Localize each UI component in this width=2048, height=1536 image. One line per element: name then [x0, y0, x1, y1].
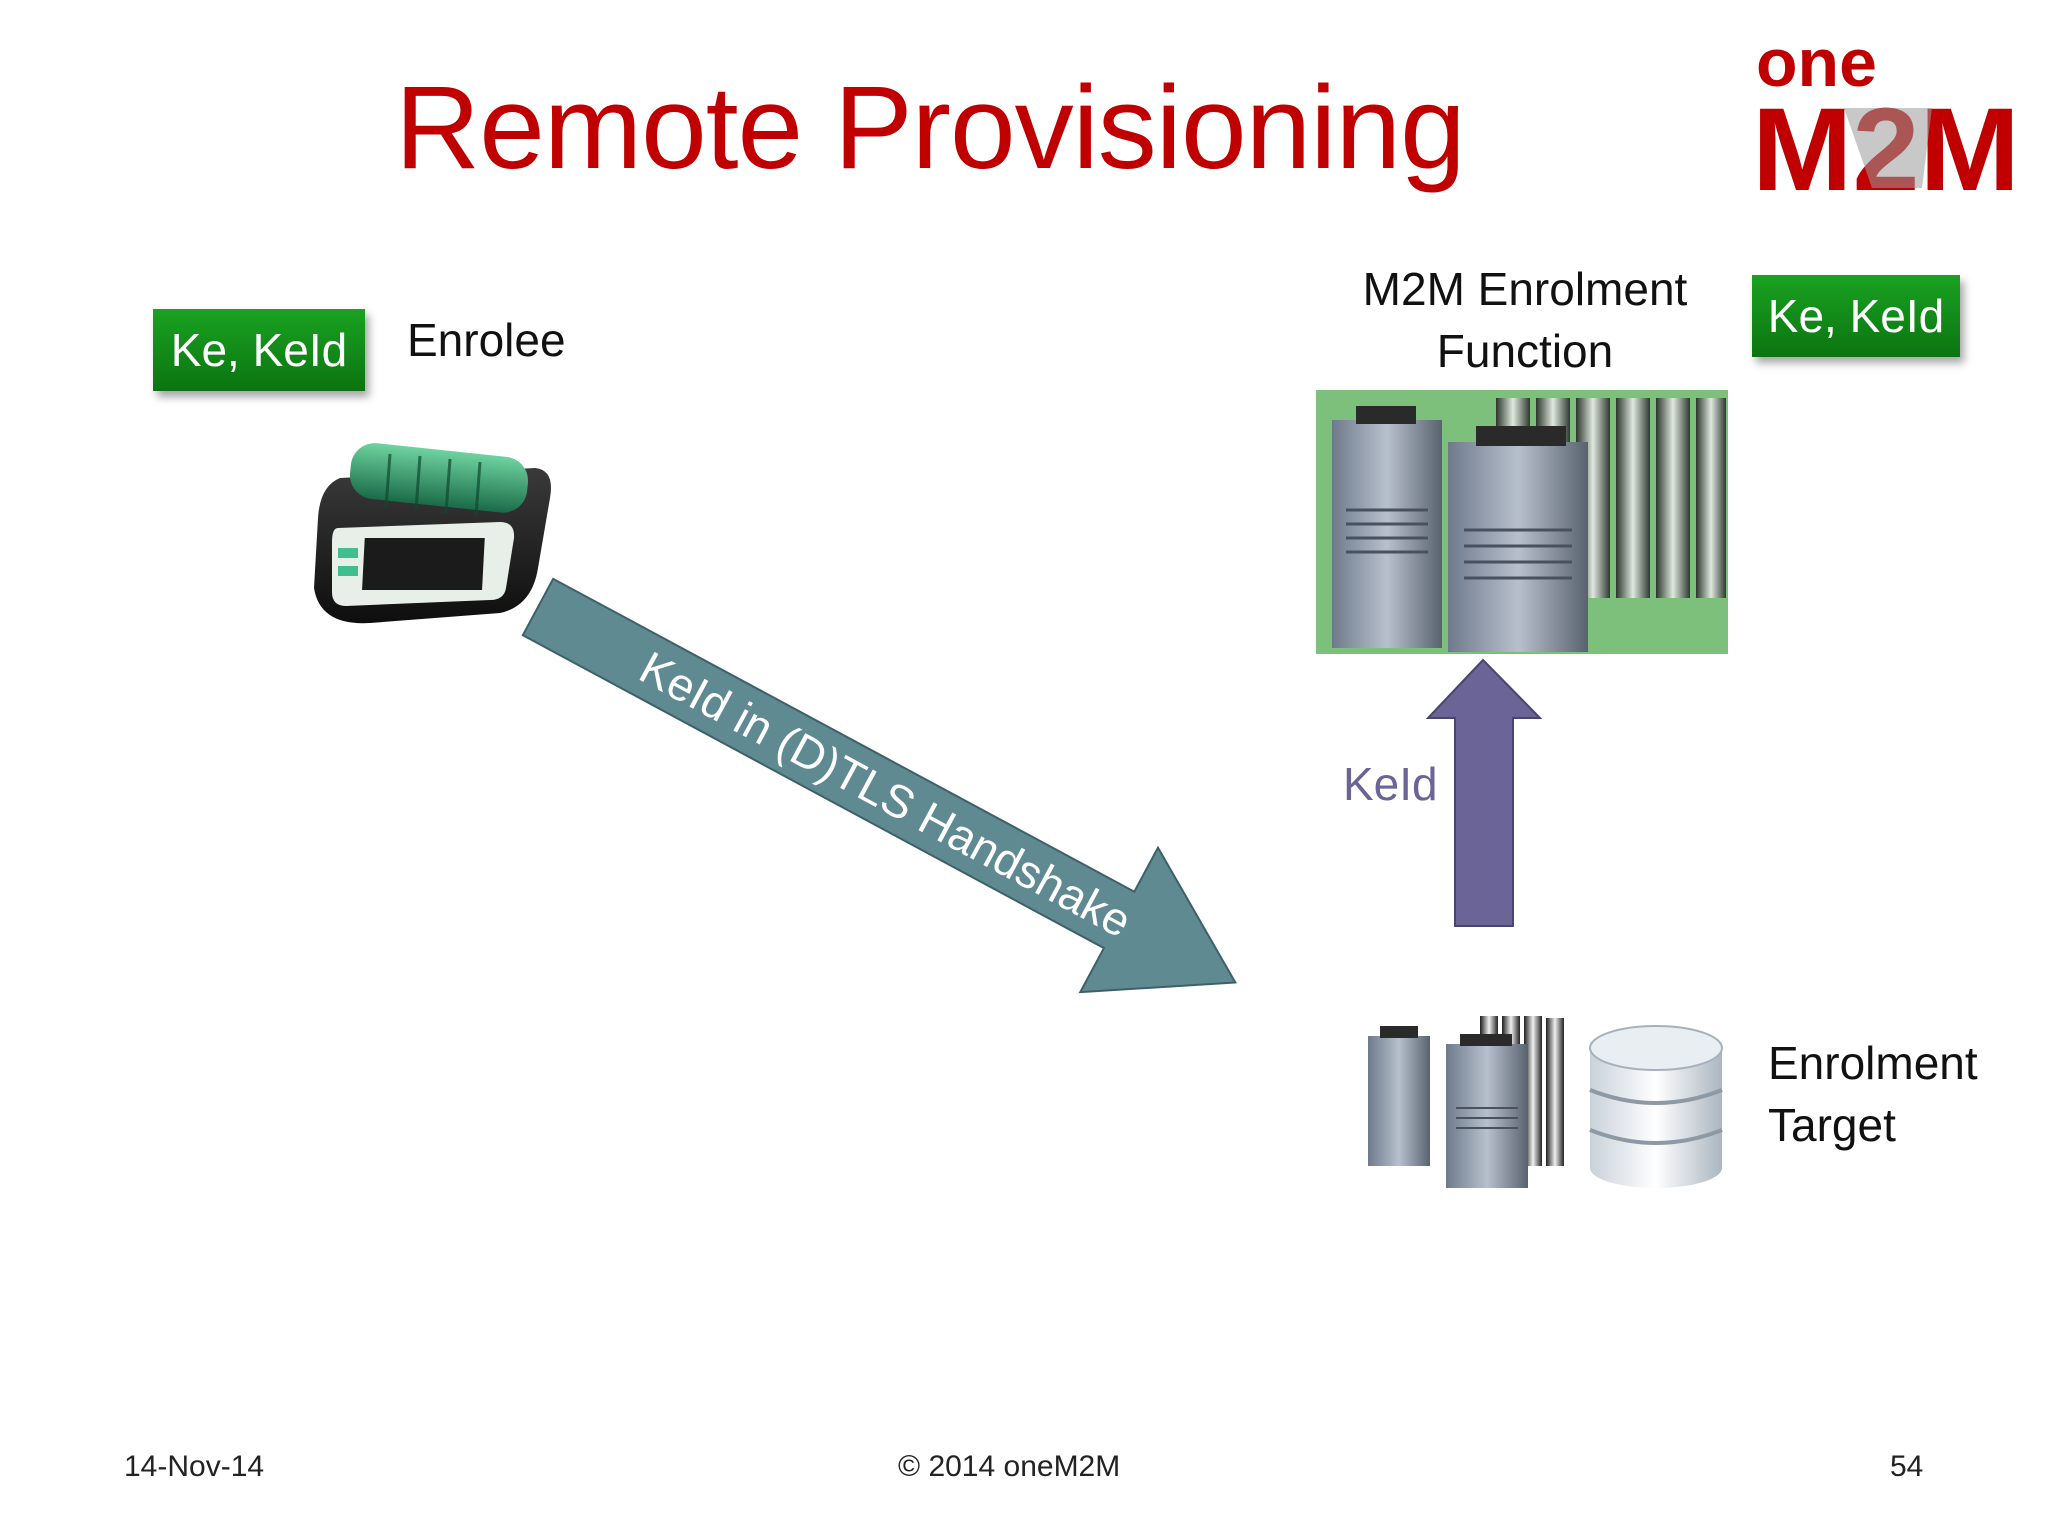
server-rack-icon — [1316, 390, 1728, 654]
onem2m-logo: one M2M — [1752, 28, 2024, 198]
enrolee-key-badge: Ke, KeId — [153, 309, 365, 391]
handshake-arrow-label: KeId in (D)TLS Handshake — [631, 641, 1140, 947]
logo-text-one: one — [1756, 28, 1877, 101]
enrolee-label: Enrolee — [407, 314, 566, 366]
enrolment-target-label-line1: Enrolment — [1768, 1037, 1978, 1089]
handshake-arrow: KeId in (D)TLS Handshake — [500, 560, 1330, 1010]
enrolment-function-key-badge: Ke, KeId — [1752, 275, 1960, 357]
server-database-icon — [1360, 1008, 1730, 1208]
enrolment-target-label: Enrolment Target — [1768, 1032, 1978, 1156]
enrolment-function-label-line1: M2M Enrolment — [1362, 263, 1688, 315]
enrolment-function-label-line2: Function — [1436, 325, 1614, 377]
enrolment-target-label-line2: Target — [1768, 1099, 1896, 1151]
keid-up-arrow — [1425, 658, 1545, 930]
footer-copyright: © 2014 oneM2M — [898, 1450, 1121, 1483]
footer-date: 14-Nov-14 — [124, 1450, 265, 1483]
handheld-device-icon — [310, 438, 560, 628]
footer-page-number: 54 — [1890, 1450, 1924, 1483]
enrolment-function-label: M2M Enrolment Function — [1350, 258, 1700, 382]
slide-title: Remote Provisioning — [395, 62, 1466, 194]
keid-up-arrow-label: KeId — [1343, 758, 1438, 810]
